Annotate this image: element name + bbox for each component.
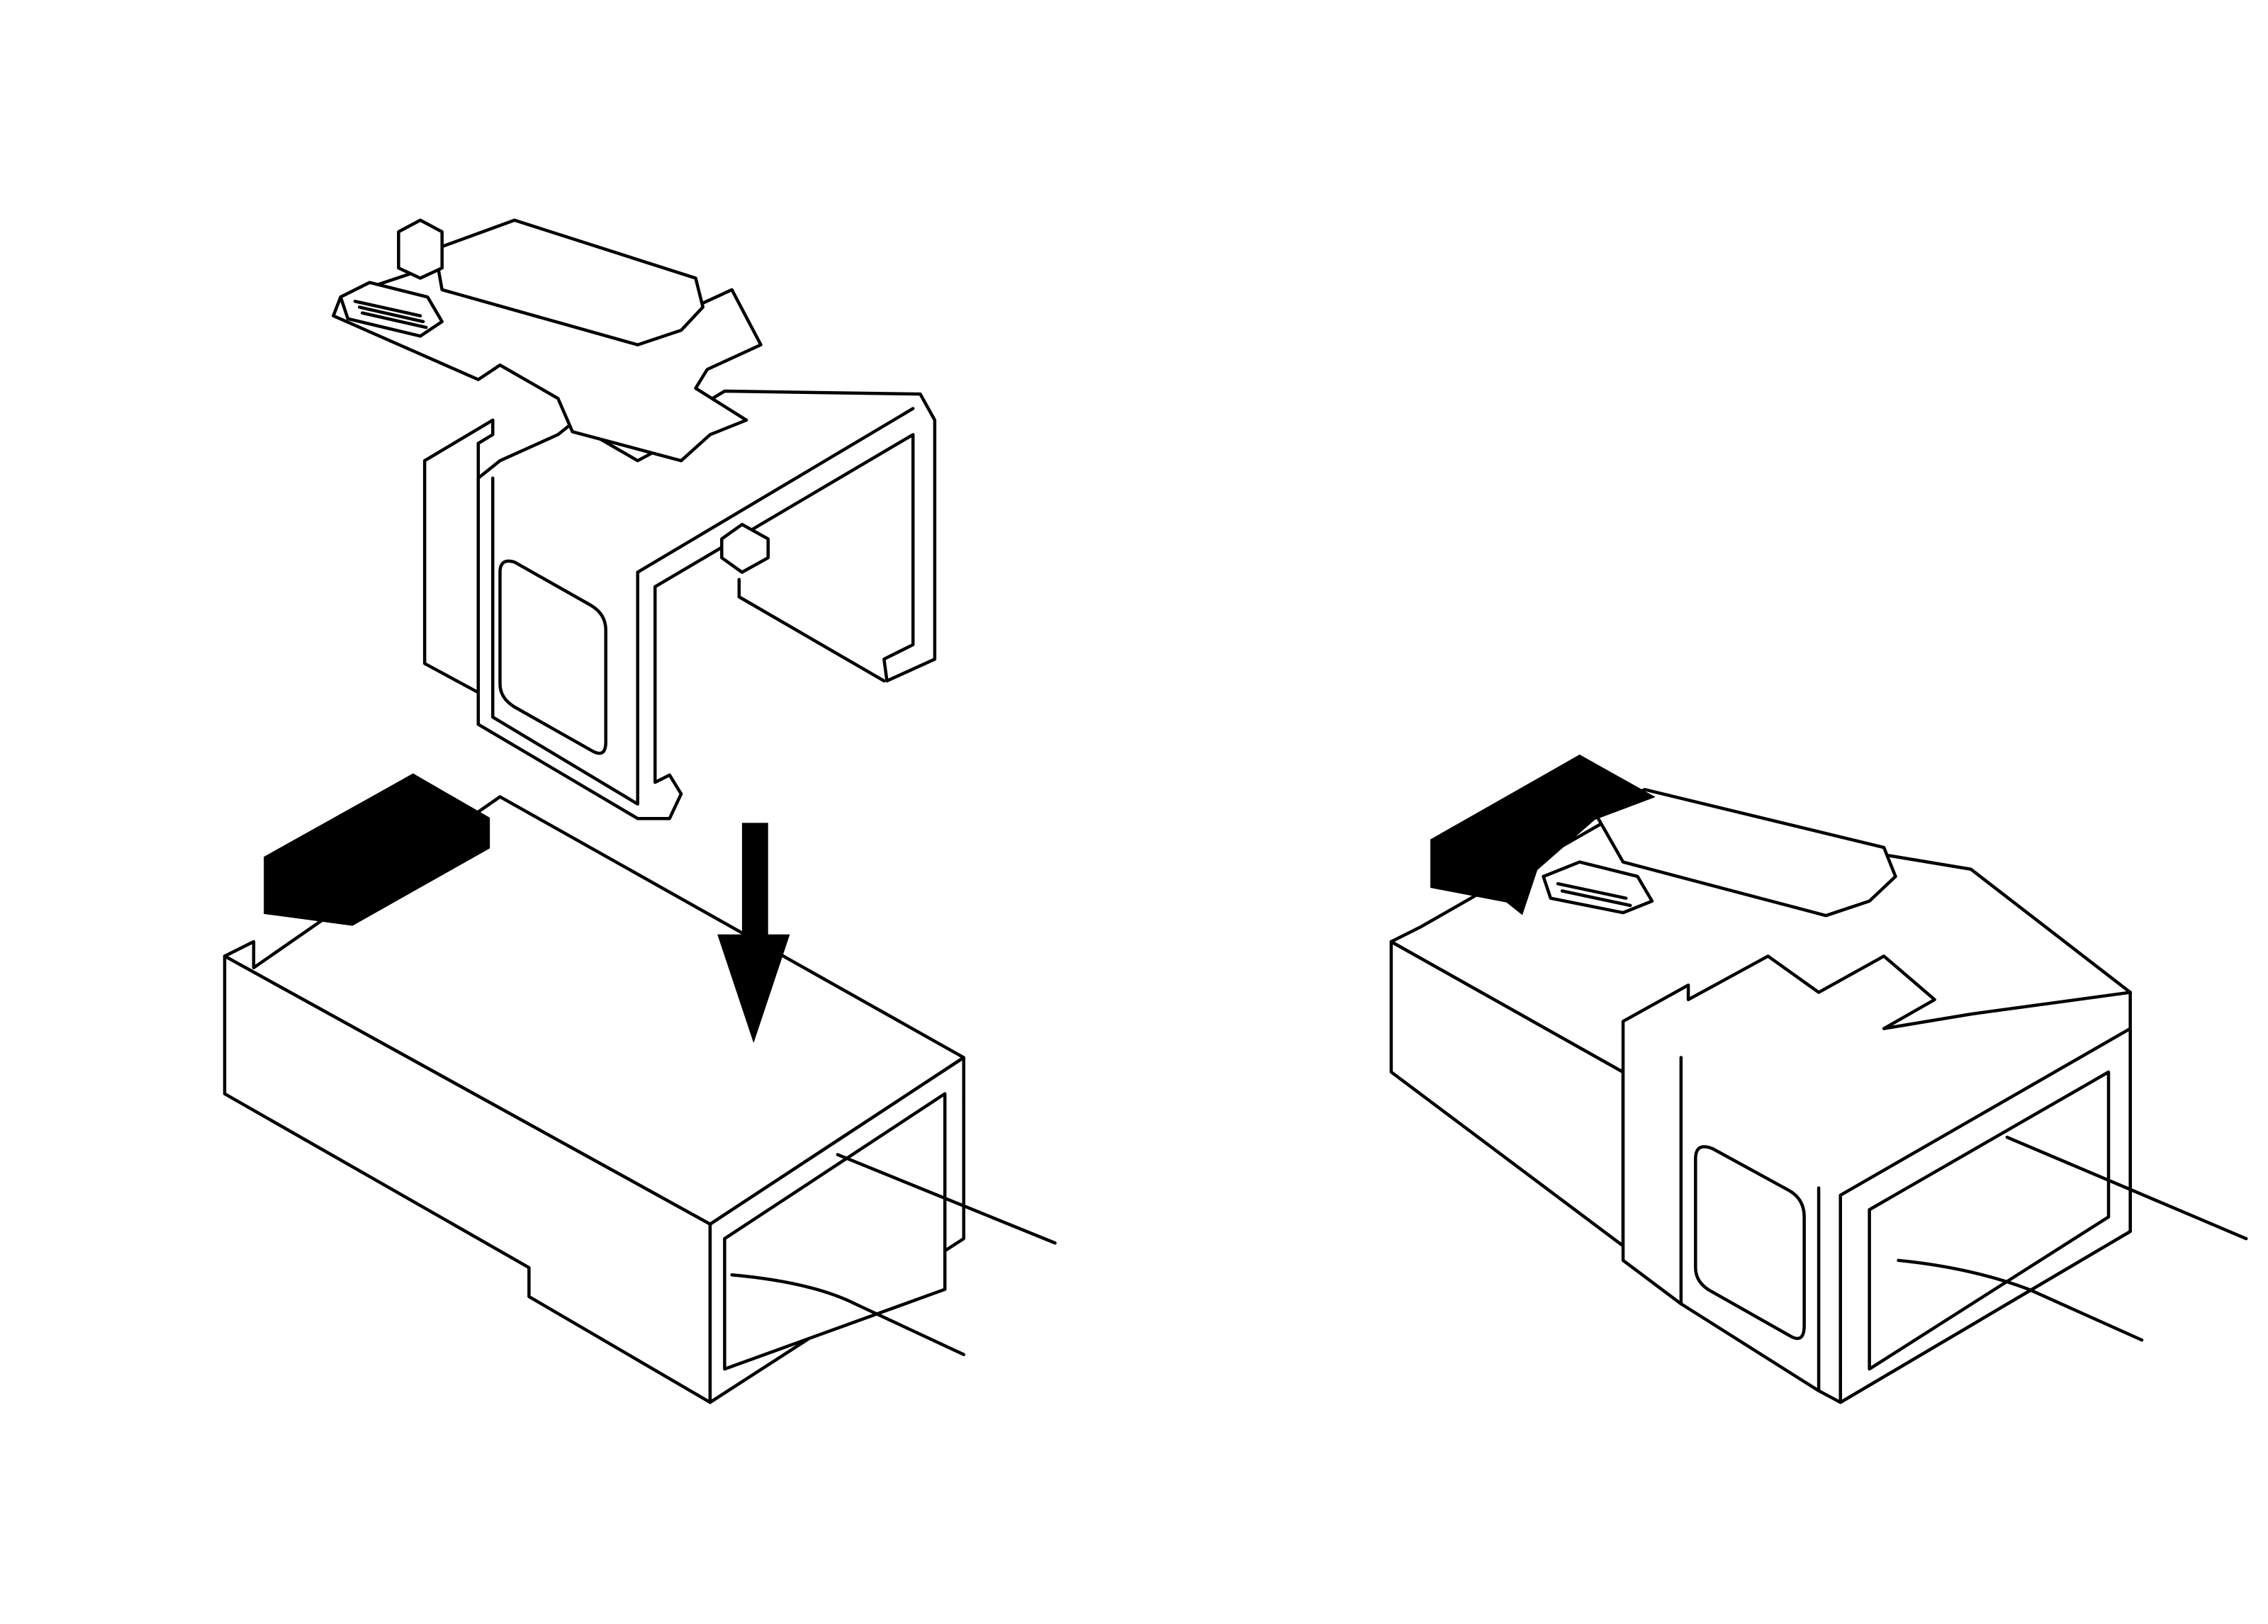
cable-edge-bottom [730,1273,966,1356]
clip-back-tab [720,522,770,574]
clip-window [498,559,607,755]
clip-back-edge [737,577,886,683]
assembled-window [1694,1145,1806,1341]
clip-grip-ridges [353,300,428,329]
clip-front-inner-edge [491,407,915,806]
arrow-down-icon [717,823,790,1044]
assembled-grip [1542,860,1654,915]
rj45-plug [223,773,966,1404]
clip-lever-hinge [397,218,444,280]
assembled-plug [1389,754,2132,1404]
assembled-cable-bottom [1897,1258,2144,1342]
clip-left-wall [422,418,495,694]
plug-opening [723,1092,947,1371]
cable [730,1153,1057,1356]
clip-release-lever [433,218,704,346]
latch-clip-separate [332,218,937,821]
assembled-cable-top [2005,1135,2248,1241]
assembled-grip-ridges [1556,881,1632,908]
assembled-cable [1897,1135,2248,1342]
assembled-clip-edge [1679,1056,1821,1393]
cable-edge-top [836,1153,1057,1245]
assembled-opening [1868,1070,2111,1371]
plug-latch-tab [264,773,490,926]
assembled-latch-tab [1430,754,1656,915]
assembled-lever [1592,788,1897,918]
